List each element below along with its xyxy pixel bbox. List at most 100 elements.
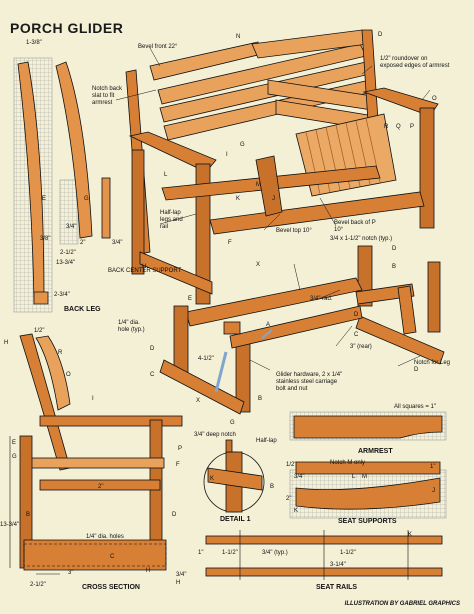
grid-note: All squares = 1" bbox=[394, 404, 436, 410]
letter-x-bottom: X bbox=[196, 398, 201, 404]
dim-1-2-cross: 1/2" bbox=[34, 328, 45, 334]
caption-back-leg: BACK LEG bbox=[64, 306, 101, 313]
seat-rails-drawing bbox=[205, 530, 443, 580]
dim-1-supports: 1" bbox=[430, 464, 436, 470]
letter-d-left: D bbox=[150, 346, 155, 352]
note-roundover: 1/2" roundover on exposed edges of armre… bbox=[380, 56, 450, 69]
letter-b-cross: B bbox=[26, 512, 31, 518]
letter-d-base: D bbox=[392, 246, 397, 252]
dim-1-1-2-rails-right: 1-1/2" bbox=[340, 550, 356, 556]
letter-j: J bbox=[272, 196, 275, 202]
note-rear: 3" (rear) bbox=[350, 344, 372, 350]
letter-e-base: E bbox=[188, 296, 193, 302]
letter-o-top: O bbox=[432, 96, 437, 102]
letter-k-rails: K bbox=[408, 532, 413, 538]
letter-c-left: C bbox=[150, 372, 155, 378]
dim-3-1-4: 3-1/4" bbox=[330, 562, 346, 568]
letter-i-cross: I bbox=[92, 396, 94, 402]
dim-3-cross: 3" bbox=[68, 570, 74, 576]
detail-1-drawing bbox=[203, 439, 265, 513]
dim-1-3-8: 1-3/8" bbox=[26, 40, 42, 46]
dim-3-4-support-right: 3/4" bbox=[112, 240, 123, 246]
dim-13-3-4-support: 13-3/4" bbox=[56, 260, 76, 266]
letter-c-rear: C bbox=[354, 332, 359, 338]
caption-detail-1: DETAIL 1 bbox=[220, 516, 251, 523]
seat-supports-drawing bbox=[289, 461, 447, 519]
letter-d-top: D bbox=[378, 32, 383, 38]
letter-m: M bbox=[256, 182, 261, 188]
dim-3-4-supports: 3/4" bbox=[294, 474, 305, 480]
dim-3-4-rails: 3/4" bbox=[176, 572, 187, 578]
letter-k: K bbox=[236, 196, 241, 202]
note-notch-m-only: Notch M only bbox=[330, 460, 366, 466]
letter-g-detail: G bbox=[230, 420, 235, 426]
back-leg-notch bbox=[33, 291, 49, 305]
cross-section-drawing bbox=[9, 333, 183, 575]
illustration-credit: ILLUSTRATION BY GABRIEL GRAPHICS bbox=[344, 601, 460, 607]
note-bevel-back: Bevel back of P 10° bbox=[334, 220, 376, 233]
assembled-glider bbox=[125, 29, 439, 305]
letter-g-pattern: G bbox=[84, 196, 89, 202]
note-notch-for-leg: Notch for Leg D bbox=[414, 360, 451, 373]
letter-n: N bbox=[236, 34, 241, 40]
note-half-lap: Half-lap bbox=[256, 438, 277, 444]
dim-2-1-2: 2-1/2" bbox=[60, 250, 76, 256]
letter-o-cross: O bbox=[66, 372, 71, 378]
letter-i: I bbox=[226, 152, 228, 158]
back-center-support-pattern bbox=[55, 61, 93, 239]
glider-base bbox=[159, 245, 445, 415]
letter-p-cross: P bbox=[178, 446, 183, 452]
letter-l-supports: L bbox=[352, 474, 356, 480]
letter-b-base: B bbox=[392, 264, 397, 270]
letter-f-main: F bbox=[228, 240, 232, 246]
page-title: PORCH GLIDER bbox=[10, 20, 124, 36]
dim-3-4-typ: 3/4" (typ.) bbox=[262, 550, 288, 556]
back-center-support-block bbox=[101, 177, 111, 239]
letter-a: A bbox=[266, 322, 271, 328]
letter-b-bottom: B bbox=[258, 396, 263, 402]
note-holes: 1/4" dia. holes bbox=[86, 534, 124, 540]
dim-2-support: 2" bbox=[80, 240, 86, 246]
letter-e-pattern: E bbox=[42, 196, 47, 202]
dim-3-4-support: 3/4" bbox=[66, 224, 77, 230]
letter-g-cross: G bbox=[12, 454, 17, 460]
caption-seat-supports: SEAT SUPPORTS bbox=[338, 518, 397, 525]
letter-d-cross: D bbox=[172, 512, 177, 518]
letter-r-cross: R bbox=[58, 350, 63, 356]
letter-d-rear: D bbox=[354, 312, 359, 318]
letter-g-top: G bbox=[240, 142, 245, 148]
note-notch-typ: 3/4 x 1-1/2" notch (typ.) bbox=[330, 236, 393, 242]
letter-x-top: X bbox=[256, 262, 261, 268]
caption-back-center-support: BACK CENTER SUPPORT bbox=[108, 268, 182, 274]
caption-seat-rails: SEAT RAILS bbox=[316, 584, 358, 591]
dim-2-supports: 2" bbox=[286, 496, 292, 502]
dim-2-cross: 2" bbox=[98, 484, 104, 490]
letter-r-top: R bbox=[384, 124, 389, 130]
letter-b-detail: B bbox=[270, 484, 275, 490]
letter-q: Q bbox=[396, 124, 401, 130]
caption-armrest: ARMREST bbox=[358, 448, 393, 455]
armrest-drawing bbox=[289, 411, 447, 441]
letter-e-cross: E bbox=[12, 440, 17, 446]
dim-2-3-4: 2-3/4" bbox=[54, 292, 70, 298]
leader-lines bbox=[115, 47, 431, 371]
note-bevel-front: Bevel front 22° bbox=[138, 44, 178, 50]
dim-1-2-supports: 1/2" bbox=[286, 462, 297, 468]
letter-c-cross: C bbox=[110, 554, 115, 560]
letter-h-rails: H bbox=[176, 580, 181, 586]
letter-f-cross: F bbox=[176, 462, 180, 468]
letter-h-cross: H bbox=[146, 568, 151, 574]
note-half-lap-legs: Half-lap legs and rail bbox=[160, 210, 183, 230]
note-bevel-top: Bevel top 10° bbox=[276, 228, 312, 234]
dim-4-1-2: 4-1/2" bbox=[198, 356, 214, 362]
dim-3-8: 3/8" bbox=[40, 236, 51, 242]
note-deep-notch: 3/4" deep notch bbox=[194, 432, 236, 438]
letter-k-detail: K bbox=[210, 476, 215, 482]
letter-k-supports: K bbox=[294, 508, 299, 514]
note-glider-hardware: Glider hardware, 2 x 1/4" stainless stee… bbox=[276, 372, 343, 392]
dim-1-1-2-rails-left: 1-1/2" bbox=[222, 550, 238, 556]
dim-1-rails: 1" bbox=[198, 550, 204, 556]
note-hole-typ: 1/4" dia. hole (typ.) bbox=[118, 320, 145, 333]
